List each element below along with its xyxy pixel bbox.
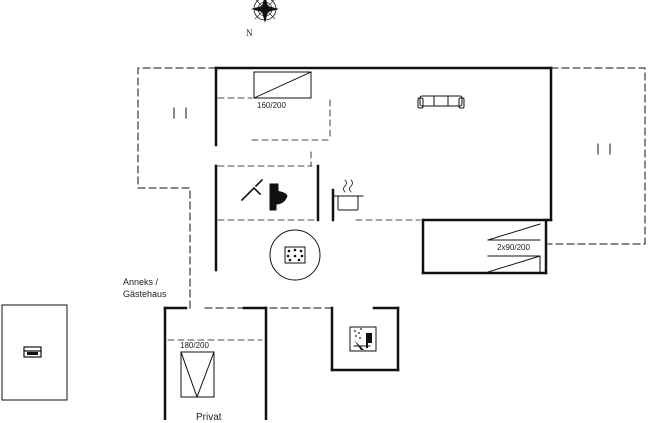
bed-label-bedroom-2: 2x90/200 xyxy=(497,243,530,252)
compass-rose-icon xyxy=(251,0,279,23)
annex-label-line-2: Gästehaus xyxy=(123,289,167,299)
compass-north-label: N xyxy=(246,28,253,38)
sauna-icon xyxy=(349,326,377,352)
main-house-walls xyxy=(214,66,553,275)
bed-180-200 xyxy=(180,351,215,398)
bed-160-200 xyxy=(253,71,312,99)
kitchen-pot-icon xyxy=(332,179,364,211)
window-ticks xyxy=(173,107,611,155)
toilet-icon xyxy=(269,183,288,211)
bed-2x90-200 xyxy=(487,223,541,273)
parking-area xyxy=(1,304,68,401)
annex-walls xyxy=(163,306,268,420)
bed-label-bedroom-1: 160/200 xyxy=(257,101,286,110)
terrace-outline-east xyxy=(547,67,646,245)
terrace-outline-west xyxy=(137,67,333,309)
car-icon xyxy=(23,346,42,358)
annex-label-line-1: Anneks / xyxy=(123,277,159,287)
hot-tub-icon xyxy=(269,229,321,281)
sofa-icon xyxy=(417,95,465,109)
sauna-room-walls xyxy=(330,306,400,372)
annex-cut-off-label: Privat xyxy=(196,412,222,423)
shower-icon xyxy=(240,178,264,202)
bed-label-annex: 180/200 xyxy=(180,341,209,350)
